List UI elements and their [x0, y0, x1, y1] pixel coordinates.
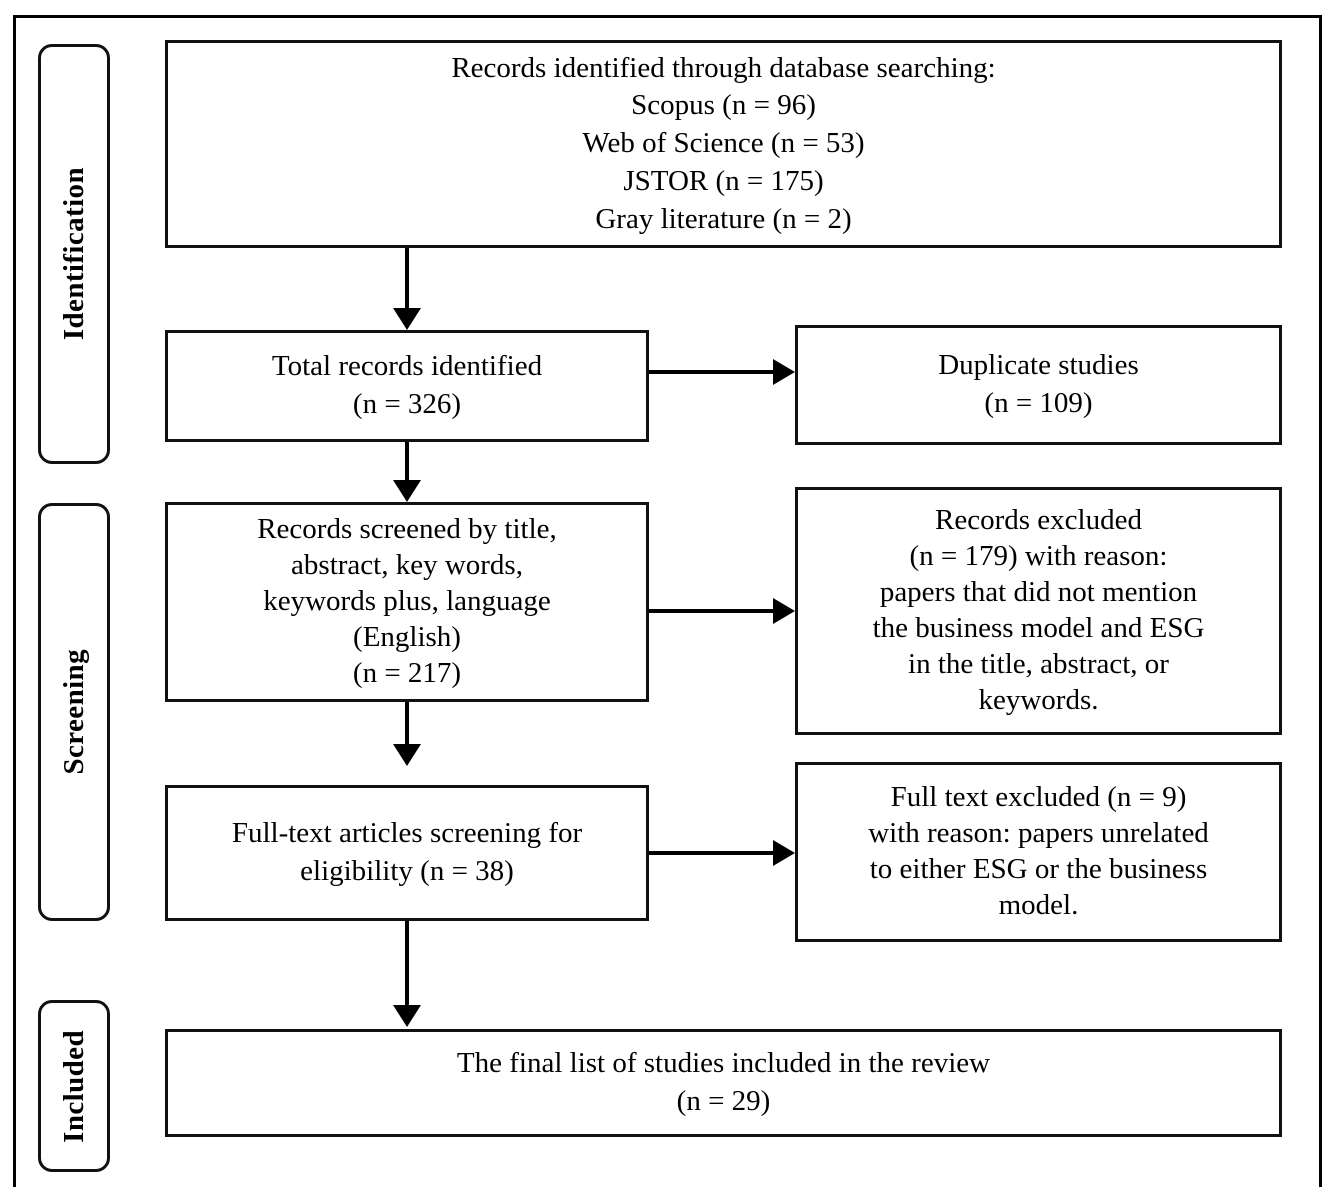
node-final-list: The final list of studies included in th… — [165, 1029, 1282, 1137]
node-records-screened-text: Records screened by title, abstract, key… — [257, 513, 557, 689]
node-final-list-text: The final list of studies included in th… — [456, 1047, 991, 1117]
node-records-identified-text: Records identified through database sear… — [451, 51, 996, 235]
node-duplicate-studies-text: Duplicate studies (n = 109) — [938, 349, 1139, 419]
node-duplicate-studies: Duplicate studies (n = 109) — [795, 325, 1282, 445]
arrow-down-icon — [393, 480, 421, 502]
page-frame — [13, 15, 1322, 1187]
node-records-screened: Records screened by title, abstract, key… — [165, 502, 649, 702]
node-total-records-text: Total records identified (n = 326) — [271, 350, 543, 420]
connector-line — [649, 370, 777, 374]
arrow-right-icon — [773, 840, 795, 866]
stage-label-included: Included — [57, 1029, 90, 1143]
node-records-excluded-text: Records excluded (n = 179) with reason: … — [872, 504, 1205, 716]
node-fulltext-excluded: Full text excluded (n = 9) with reason: … — [795, 762, 1282, 942]
connector-line — [405, 702, 409, 746]
stage-pill-included: Included — [38, 1000, 110, 1172]
stage-pill-identification: Identification — [38, 44, 110, 464]
connector-line — [649, 851, 777, 855]
arrow-down-icon — [393, 308, 421, 330]
node-records-identified: Records identified through database sear… — [165, 40, 1282, 248]
stage-pill-screening: Screening — [38, 503, 110, 921]
stage-label-screening: Screening — [57, 649, 90, 775]
connector-line — [405, 442, 409, 484]
arrow-down-icon — [393, 1005, 421, 1027]
arrow-right-icon — [773, 359, 795, 385]
node-records-excluded: Records excluded (n = 179) with reason: … — [795, 487, 1282, 735]
node-fulltext-excluded-text: Full text excluded (n = 9) with reason: … — [868, 781, 1209, 921]
node-fulltext-screened-text: Full-text articles screening for eligibi… — [231, 817, 583, 887]
connector-line — [649, 609, 777, 613]
connector-line — [405, 248, 409, 310]
arrow-down-icon — [393, 744, 421, 766]
arrow-right-icon — [773, 598, 795, 624]
connector-line — [405, 921, 409, 1007]
stage-label-identification: Identification — [57, 167, 90, 341]
node-fulltext-screened: Full-text articles screening for eligibi… — [165, 785, 649, 921]
node-total-records: Total records identified (n = 326) — [165, 330, 649, 442]
